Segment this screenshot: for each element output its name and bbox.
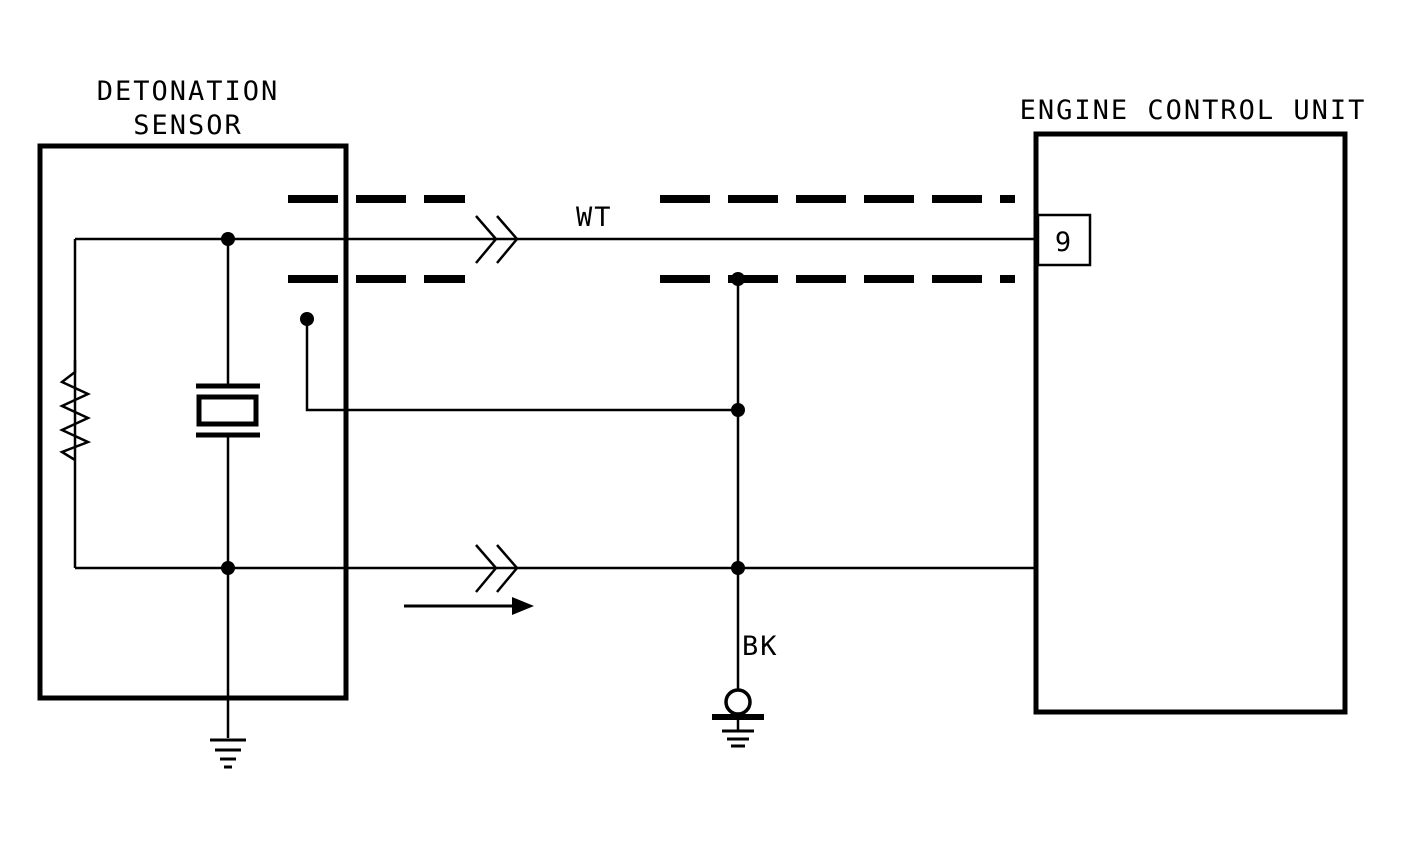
pin-number: 9 xyxy=(1055,227,1073,258)
chassis-ground-symbol xyxy=(712,688,764,748)
detonation-sensor: DETONATION SENSOR xyxy=(37,76,738,769)
junction-dot xyxy=(731,403,745,417)
sensor-ground-symbol xyxy=(210,738,246,769)
cable-shield xyxy=(288,195,1015,283)
ecu-housing xyxy=(1033,131,1348,715)
connector-symbol xyxy=(475,215,519,264)
sensor-housing xyxy=(37,143,349,701)
sensor-internal-loop xyxy=(73,237,228,570)
sensor-label-line2: SENSOR xyxy=(133,110,243,141)
junction-dot xyxy=(731,561,745,575)
sensor-label-line1: DETONATION xyxy=(97,76,280,107)
piezo-crystal-symbol xyxy=(196,383,260,438)
junction-dot xyxy=(731,272,745,286)
ecu-label: ENGINE CONTROL UNIT xyxy=(1020,95,1367,126)
pin-box xyxy=(1036,213,1092,267)
wire-label-bk: BK xyxy=(742,631,779,662)
engine-control-unit: ENGINE CONTROL UNIT 9 xyxy=(1020,95,1367,715)
wire-label-wt: WT xyxy=(576,202,613,233)
shield-drain-wire xyxy=(305,319,738,412)
resistor-symbol xyxy=(59,360,92,462)
connector-symbol xyxy=(475,544,519,593)
current-direction-arrow-icon xyxy=(404,597,534,615)
